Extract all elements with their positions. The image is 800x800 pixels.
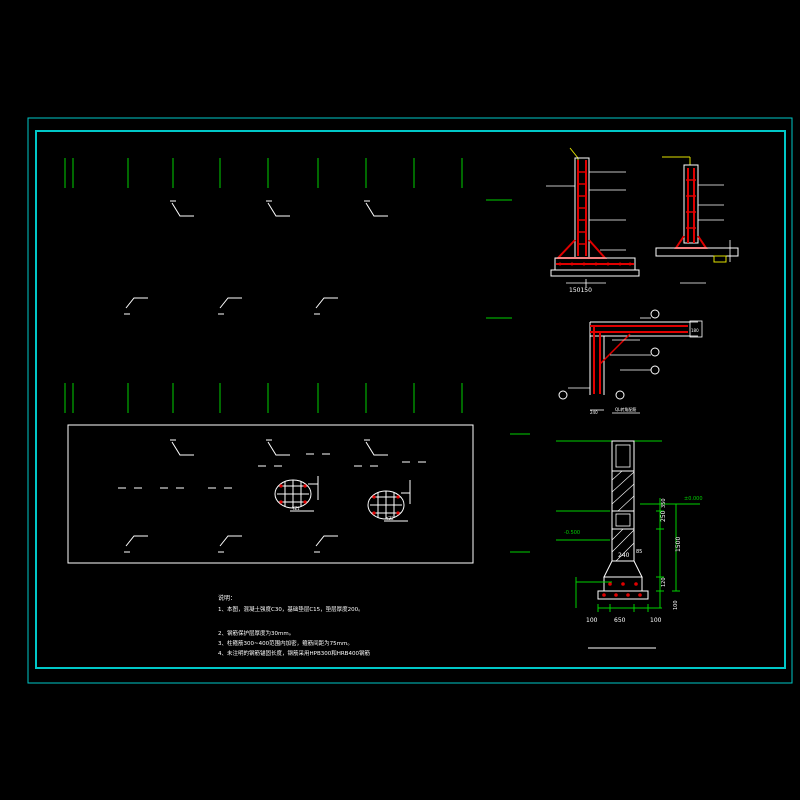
section-a-dimension: 150150 [569, 287, 592, 294]
plan-dash-lines [118, 453, 426, 489]
break-symbols-upper [124, 200, 388, 315]
plan-outline [67, 424, 474, 564]
break-symbols-plan [124, 439, 388, 553]
column-tag-1: YZ1 [291, 506, 300, 511]
notes-line-2: 2、钢筋保护层厚度为30mm。 [218, 629, 294, 637]
dim-100-left: 100 [586, 617, 598, 624]
section-c-caption: QL转角配筋 [615, 406, 636, 412]
dim-100-right-bottom: 100 [650, 617, 662, 624]
section-a: 150150 [546, 147, 640, 294]
column-section-1: YZ1 [274, 476, 319, 512]
column-tag-2: YZ2 [385, 516, 394, 521]
dim-120: 120 [661, 577, 667, 587]
dim-650: 650 [614, 617, 626, 624]
notes-line-3: 3、柱箍筋300~400范围内加密，箍筋间距为75mm。 [218, 639, 353, 647]
dim-100-right: 100 [673, 600, 679, 610]
section-d: ±0.000 -0.500 240 85 1500 250 350 120 10… [556, 440, 703, 649]
dim-85: 85 [636, 549, 642, 555]
outer-frame [27, 117, 793, 684]
dim-250: 250 [660, 510, 667, 522]
section-c-dim-left: 240 [590, 410, 598, 415]
column-section-2: YZ2 [367, 480, 411, 522]
section-c-dim-right: 180 [691, 328, 699, 333]
dim-1500: 1500 [675, 537, 682, 552]
dim-350: 350 [661, 498, 667, 508]
notes-line-1: 1、本图，混凝土强度C30，基础垫层C15，垫层厚度200。 [218, 605, 364, 613]
design-notes: 说明： 1、本图，混凝土强度C30，基础垫层C15，垫层厚度200。 2、钢筋保… [218, 594, 370, 657]
notes-title: 说明： [218, 594, 236, 602]
elevation-top: ±0.000 [684, 496, 703, 502]
inner-frame [35, 130, 786, 669]
elevation-left: -0.500 [564, 530, 580, 536]
dim-wall-thickness: 240 [618, 552, 630, 559]
notes-line-4: 4、未注明的钢筋锚固长度，钢筋采用HPB300和HRB400钢筋 [218, 649, 370, 657]
green-tick-row-top [64, 158, 463, 188]
green-short-dashes [486, 199, 530, 553]
section-b [655, 156, 739, 284]
section-c: 180 240 QL转角配筋 [558, 309, 703, 415]
green-tick-row-middle [64, 383, 463, 413]
